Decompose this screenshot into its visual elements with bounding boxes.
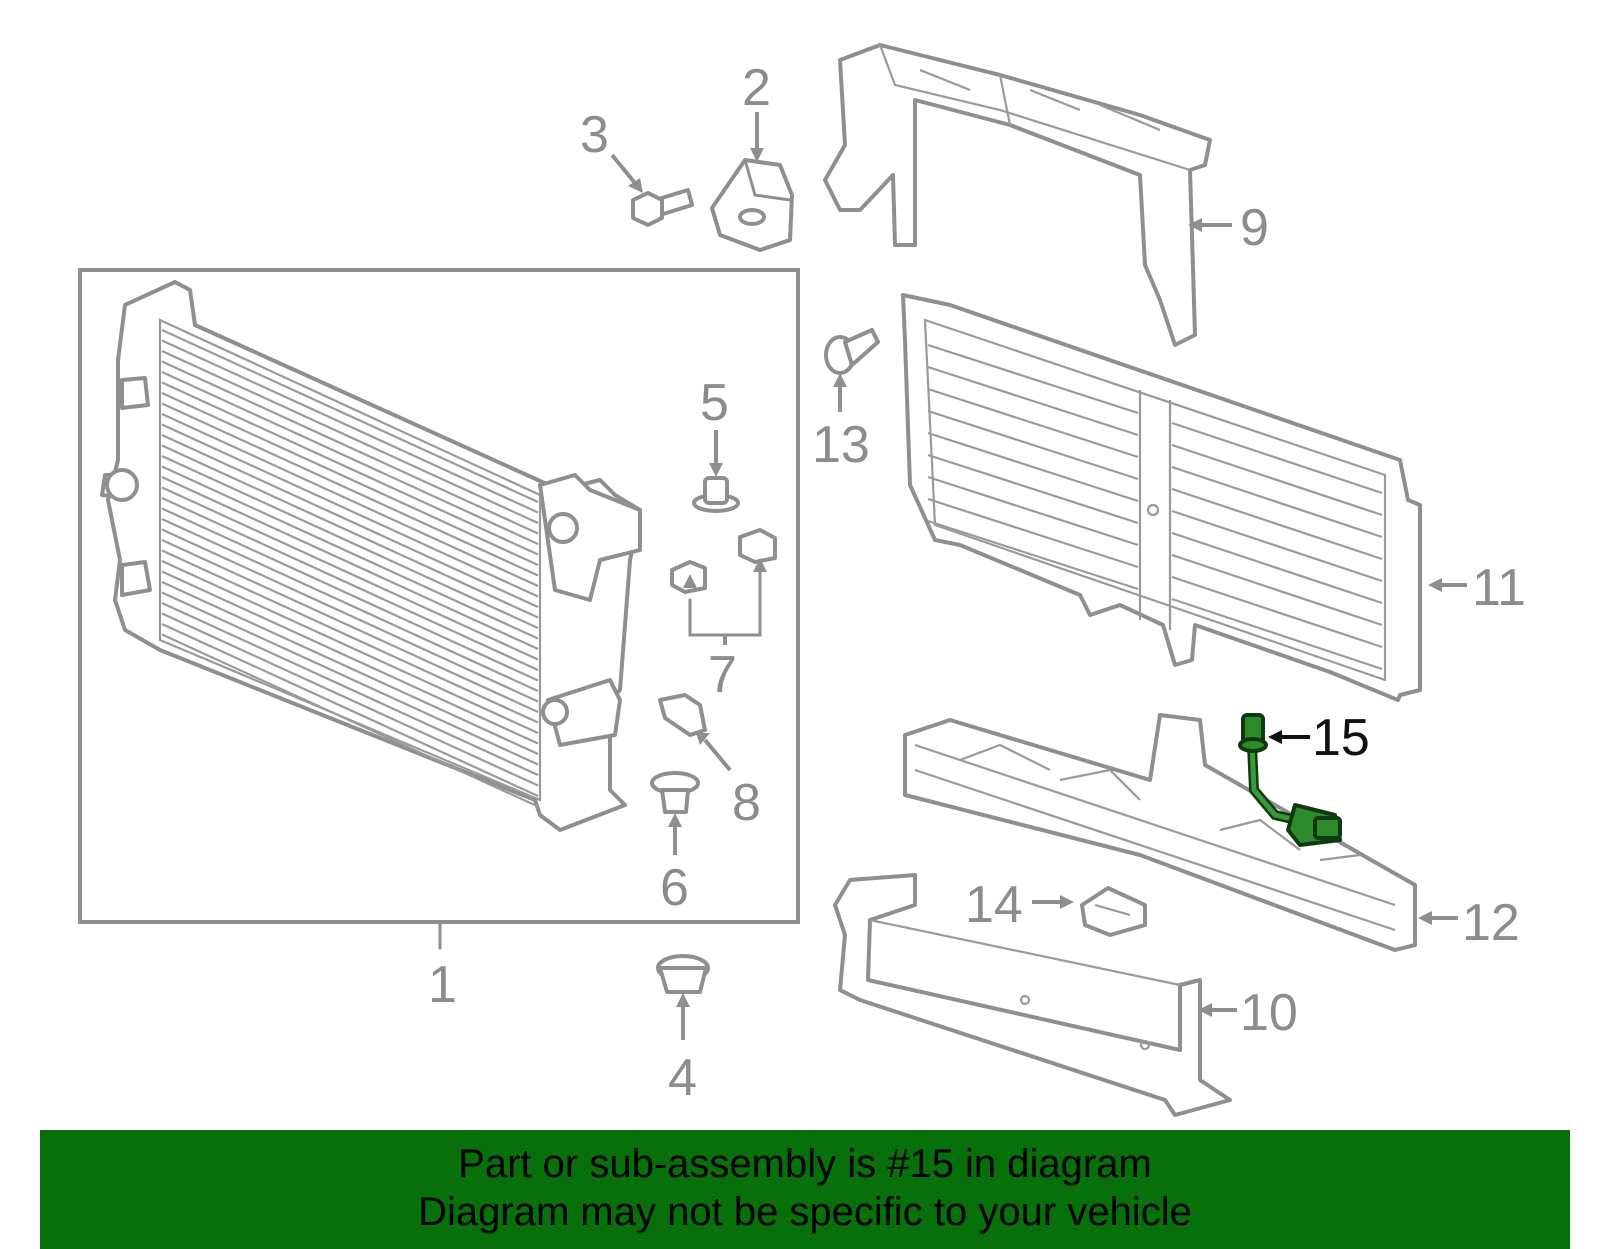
callout-6: 6 — [660, 859, 689, 917]
pin-part-5 — [692, 476, 740, 513]
radiator-fin — [161, 423, 539, 598]
shutter-louver — [1171, 465, 1383, 539]
radiator-fin — [161, 622, 539, 798]
radiator-fin — [161, 433, 539, 609]
radiator-fin — [161, 549, 539, 724]
push-pin-part-13 — [824, 328, 880, 375]
shutter-louver — [1171, 575, 1383, 649]
callout-8: 8 — [732, 774, 761, 832]
leader-arrows — [610, 112, 1467, 1040]
radiator-fin — [161, 349, 539, 525]
bracket-part-2 — [710, 158, 794, 252]
callout-7: 7 — [708, 646, 737, 704]
shutter-louver — [927, 475, 1139, 547]
callout-1: 1 — [428, 956, 457, 1014]
radiator-fin — [161, 328, 539, 504]
radiator-fin — [161, 360, 539, 535]
radiator-fin — [161, 370, 539, 546]
shutter-assembly-part-11 — [901, 293, 1422, 702]
radiator-fin — [161, 633, 539, 808]
banner-line-1: Part or sub-assembly is #15 in diagram — [458, 1142, 1152, 1186]
radiator-fin — [161, 391, 539, 567]
callout-13: 13 — [812, 416, 870, 474]
shutter-louver — [1171, 509, 1383, 583]
push-retainer-part-6 — [650, 771, 700, 814]
shutter-louver — [927, 387, 1139, 459]
radiator-fin — [161, 496, 539, 672]
upper-support-part-9 — [823, 43, 1212, 347]
radiator-fin — [161, 601, 539, 777]
radiator-fin — [161, 517, 539, 693]
radiator-fin — [161, 580, 539, 756]
shutter-louver — [927, 343, 1139, 415]
shutter-louver — [927, 453, 1139, 525]
callout-3: 3 — [580, 106, 609, 164]
shutter-louver — [927, 519, 1139, 591]
radiator-fin — [161, 412, 539, 588]
radiator-fin — [161, 570, 539, 745]
banner-line-2: Diagram may not be specific to your vehi… — [418, 1190, 1192, 1234]
radiator-fin — [161, 507, 539, 682]
clip-part-14 — [1080, 886, 1147, 937]
callout-5: 5 — [700, 374, 729, 432]
clip-part-7-b — [738, 528, 777, 564]
radiator-fin — [161, 381, 539, 556]
callout-2: 2 — [742, 59, 771, 117]
callout-12: 12 — [1462, 894, 1520, 952]
lower-baffle-part-10 — [833, 873, 1232, 1117]
shutter-louver — [927, 365, 1139, 437]
radiator-fin — [161, 402, 539, 577]
parts-diagram: 1 2 3 4 5 6 7 8 9 10 11 12 13 14 15 — [78, 43, 1526, 1117]
radiator-fin — [161, 339, 539, 514]
shutter-louver — [1171, 487, 1383, 561]
shutter-louver — [1171, 553, 1383, 627]
shutter-louver — [1171, 597, 1383, 671]
sensor-harness-part-15 — [1238, 713, 1342, 847]
radiator-fin — [161, 444, 539, 619]
radiator-fin — [161, 528, 539, 703]
callout-11: 11 — [1472, 559, 1526, 617]
radiator — [100, 280, 642, 832]
shutter-louver — [1171, 421, 1383, 495]
callout-9: 9 — [1240, 199, 1269, 257]
callout-15: 15 — [1312, 709, 1370, 767]
shutter-louver — [927, 409, 1139, 481]
radiator-fin — [161, 475, 539, 651]
shutter-louver — [927, 431, 1139, 503]
radiator-fin — [161, 465, 539, 640]
callout-14: 14 — [965, 876, 1023, 934]
info-banner: Part or sub-assembly is #15 in diagram D… — [40, 1130, 1570, 1249]
callout-4: 4 — [668, 1049, 697, 1107]
bolt-part-3 — [631, 188, 694, 227]
radiator-fin — [161, 538, 539, 714]
radiator-fin — [161, 559, 539, 735]
shutter-louver — [927, 497, 1139, 569]
radiator-fin — [161, 486, 539, 661]
clip-part-8 — [658, 693, 707, 737]
callout-10: 10 — [1240, 984, 1298, 1042]
shutter-louver — [1171, 531, 1383, 605]
shutter-louver — [1171, 443, 1383, 517]
radiator-fin — [161, 454, 539, 630]
radiator-fin — [161, 612, 539, 787]
radiator-fin — [161, 591, 539, 766]
grommet-part-4 — [656, 954, 710, 994]
